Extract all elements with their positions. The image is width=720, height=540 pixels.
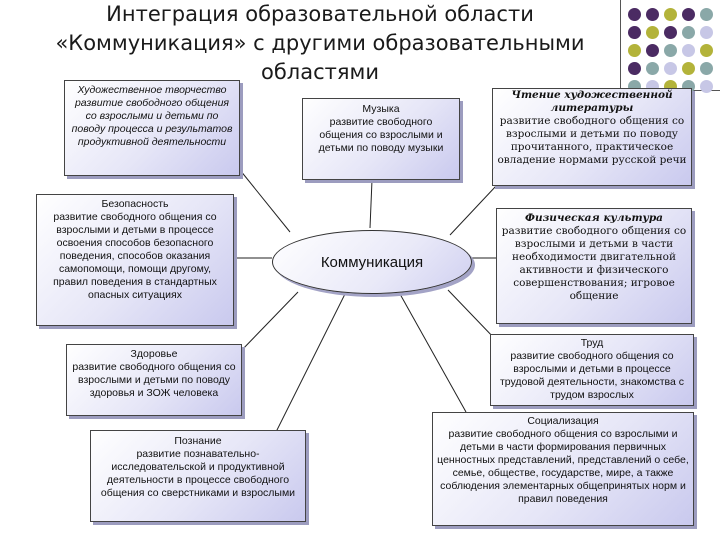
box-labor-text: развитие свободного общения со взрослыми… (499, 350, 685, 401)
connector-reading (449, 185, 497, 236)
title-line-3: областями (261, 60, 379, 84)
box-safety-title: Безопасность (101, 198, 169, 210)
box-music-title: Музыка (362, 103, 400, 115)
decor-dot (628, 26, 641, 39)
box-pe-text: развитие свободного общения со взрослыми… (501, 225, 687, 302)
box-cognition-title: Познание (174, 435, 222, 447)
title-line-2: «Коммуникация» с другими образовательным… (55, 31, 585, 55)
connector-health (239, 291, 299, 353)
decor-dot (664, 44, 677, 57)
decor-dot (646, 8, 659, 21)
box-social-title: Социализация (527, 415, 599, 427)
decor-dot (682, 44, 695, 57)
box-cognition: Познание развитие познавательно-исследов… (90, 430, 306, 522)
slide-title: Интеграция образовательной области «Комм… (30, 0, 610, 87)
box-art-title: Художественное творчество (77, 84, 227, 96)
box-pe: Физическая культура развитие свободного … (496, 208, 692, 324)
decor-dot (682, 8, 695, 21)
decor-dot (628, 62, 641, 75)
box-health-title: Здоровье (130, 348, 178, 360)
box-art-text: развитие свободного общения со взрослыми… (71, 97, 233, 148)
box-art: Художественное творчество развитие свобо… (64, 80, 240, 176)
decor-dot (700, 80, 713, 93)
connector-cognition (275, 293, 346, 433)
connector-art (239, 169, 291, 233)
box-health-text: развитие свободного общения со взрослыми… (72, 361, 236, 399)
hub-communication: Коммуникация (272, 230, 472, 294)
decor-dot (682, 62, 695, 75)
decor-dot-grid (628, 8, 718, 98)
box-pe-title: Физическая культура (525, 212, 663, 224)
connector-music (369, 179, 373, 229)
box-safety-text: развитие свободного общения со взрослыми… (53, 211, 217, 301)
hub-label: Коммуникация (320, 253, 424, 271)
decor-dot (682, 26, 695, 39)
box-social-text: развитие свободного общения со взрослыми… (437, 428, 689, 505)
decor-dot (646, 44, 659, 57)
box-social: Социализация развитие свободного общения… (432, 412, 694, 526)
box-health: Здоровье развитие свободного общения со … (66, 344, 242, 416)
decor-dot (700, 62, 713, 75)
box-labor-title: Труд (580, 337, 604, 349)
title-line-1: Интеграция образовательной области (106, 2, 534, 26)
connector-social (399, 293, 467, 413)
decor-dot (646, 26, 659, 39)
box-cognition-text: развитие познавательно-исследовательской… (100, 448, 296, 499)
connector-labor (447, 289, 497, 341)
box-reading-text: развитие свободного общения со взрослыми… (497, 115, 687, 166)
decor-dot (700, 8, 713, 21)
box-safety: Безопасность развитие свободного общения… (36, 194, 234, 326)
decor-dot (628, 44, 641, 57)
decor-dot (646, 62, 659, 75)
decor-dot (664, 8, 677, 21)
decor-vertical-line (620, 0, 621, 100)
decor-dot (700, 44, 713, 57)
decor-dot (664, 26, 677, 39)
box-music: Музыка развитие свободного общения со вз… (302, 98, 460, 180)
box-reading-title: Чтение художественной литературы (511, 89, 673, 114)
box-music-text: развитие свободного общения со взрослыми… (318, 116, 444, 154)
decor-dot (628, 8, 641, 21)
box-labor: Труд развитие свободного общения со взро… (490, 334, 694, 406)
decor-dot (664, 62, 677, 75)
box-reading: Чтение художественной литературы развити… (492, 88, 692, 186)
decor-dot (700, 26, 713, 39)
